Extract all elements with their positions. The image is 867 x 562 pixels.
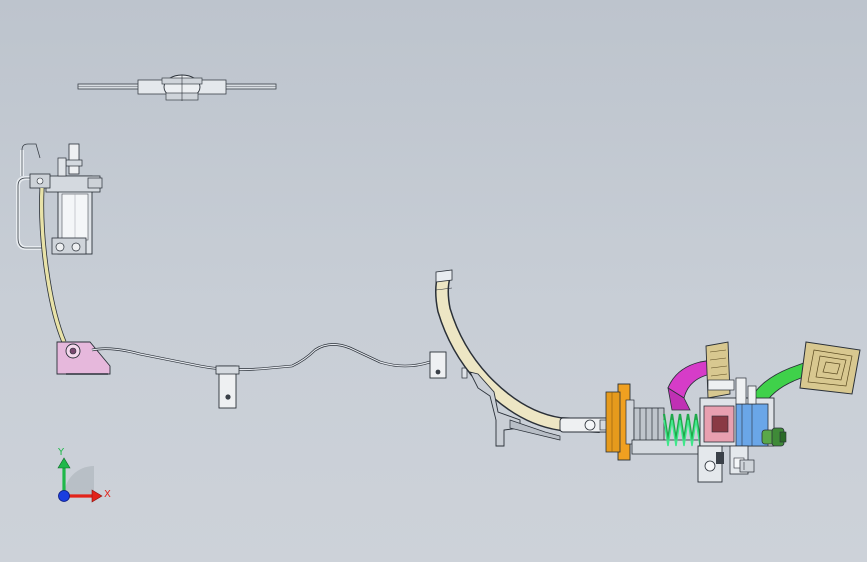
cable-clip-right [429, 351, 468, 379]
brake-pedal-pad [705, 341, 735, 399]
pedal-box-housing [699, 377, 775, 447]
mounting-bracket-lower [697, 445, 749, 483]
master-cylinder-assembly [16, 143, 103, 255]
triad-x-arrow-icon [91, 489, 103, 503]
coordinate-triad: Y X [57, 447, 111, 503]
booster-flange [605, 383, 635, 461]
bracket-bolt [739, 459, 755, 473]
triad-z-axis [58, 490, 70, 502]
flat-plate-part [77, 74, 277, 101]
return-spring [662, 413, 706, 447]
cable-clip-middle [215, 365, 240, 409]
cable-bracket-left [56, 341, 111, 375]
triad-y-label: Y [57, 447, 65, 458]
brake-pedal-arm [667, 359, 717, 411]
pedal-arm-curved [435, 269, 601, 433]
triad-x-label: X [104, 489, 111, 500]
support-bracket [469, 371, 561, 447]
triad-y-arrow-icon [57, 457, 71, 469]
pedal-switch [761, 427, 787, 447]
accelerator-pedal-pad [799, 341, 861, 395]
control-cable [91, 343, 431, 371]
